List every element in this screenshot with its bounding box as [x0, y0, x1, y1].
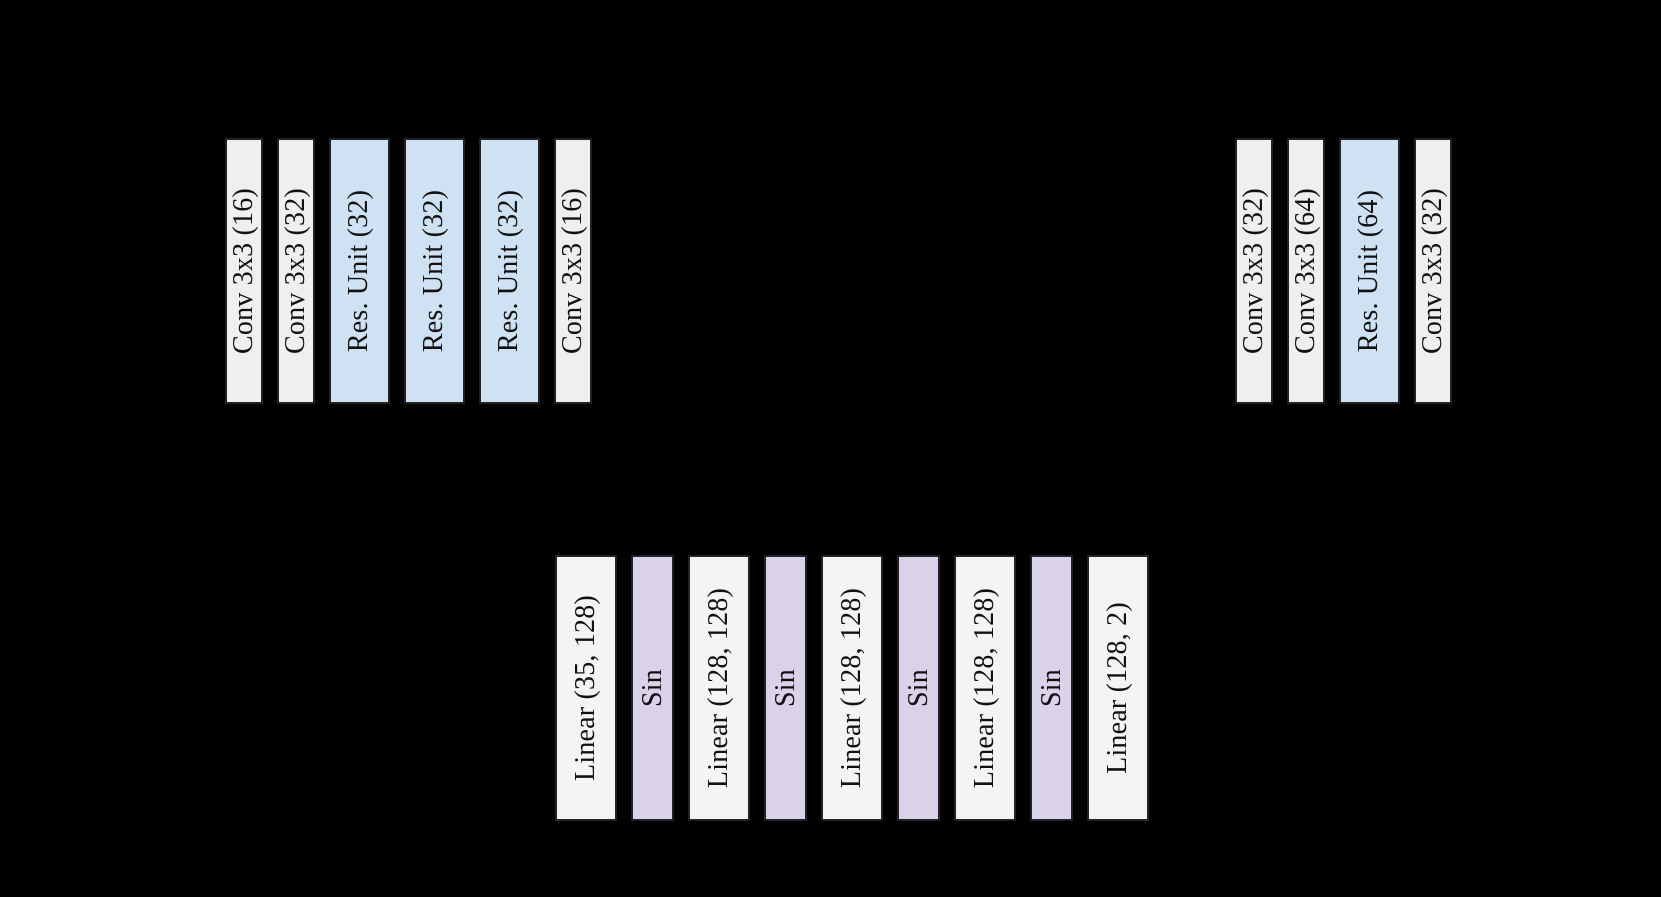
group-conv-stack-right: Conv 3x3 (32) Conv 3x3 (64) Res. Unit (6…: [1235, 138, 1452, 404]
layer-linear-128-128: Linear (128, 128): [821, 555, 883, 821]
layer-sin-activation: Sin: [631, 555, 674, 821]
layer-label: Linear (128, 128): [836, 587, 867, 789]
group-mlp-stack: Linear (35, 128) Sin Linear (128, 128) S…: [555, 555, 1149, 821]
layer-label: Sin: [902, 669, 934, 707]
layer-res-unit-32: Res. Unit (32): [329, 138, 390, 404]
layer-label: Res. Unit (32): [493, 189, 525, 353]
layer-linear-128-2: Linear (128, 2): [1087, 555, 1149, 821]
group-conv-stack-left: Conv 3x3 (16) Conv 3x3 (32) Res. Unit (3…: [225, 138, 592, 404]
layer-res-unit-64: Res. Unit (64): [1339, 138, 1400, 404]
layer-label: Conv 3x3 (16): [228, 188, 259, 354]
layer-res-unit-32: Res. Unit (32): [404, 138, 465, 404]
layer-conv-3x3-16: Conv 3x3 (16): [225, 138, 263, 404]
layer-conv-3x3-32: Conv 3x3 (32): [277, 138, 315, 404]
layer-sin-activation: Sin: [764, 555, 807, 821]
layer-linear-35-128: Linear (35, 128): [555, 555, 617, 821]
layer-label: Conv 3x3 (32): [280, 188, 311, 354]
layer-conv-3x3-32: Conv 3x3 (32): [1235, 138, 1273, 404]
layer-label: Sin: [636, 669, 668, 707]
layer-conv-3x3-64: Conv 3x3 (64): [1287, 138, 1325, 404]
layer-label: Linear (128, 2): [1102, 602, 1133, 774]
layer-sin-activation: Sin: [1030, 555, 1073, 821]
layer-label: Linear (128, 128): [703, 587, 734, 789]
layer-label: Conv 3x3 (32): [1417, 188, 1448, 354]
layer-res-unit-32: Res. Unit (32): [479, 138, 540, 404]
layer-label: Conv 3x3 (16): [557, 188, 588, 354]
layer-label: Sin: [769, 669, 801, 707]
layer-label: Conv 3x3 (64): [1290, 188, 1321, 354]
layer-label: Conv 3x3 (32): [1238, 188, 1269, 354]
layer-linear-128-128: Linear (128, 128): [954, 555, 1016, 821]
layer-conv-3x3-32: Conv 3x3 (32): [1414, 138, 1452, 404]
layer-conv-3x3-16: Conv 3x3 (16): [554, 138, 592, 404]
layer-label: Res. Unit (64): [1353, 189, 1385, 353]
layer-label: Linear (128, 128): [969, 587, 1000, 789]
layer-linear-128-128: Linear (128, 128): [688, 555, 750, 821]
layer-label: Res. Unit (32): [418, 189, 450, 353]
layer-label: Linear (35, 128): [570, 595, 602, 781]
layer-label: Sin: [1035, 669, 1067, 707]
layer-sin-activation: Sin: [897, 555, 940, 821]
layer-label: Res. Unit (32): [343, 189, 375, 353]
